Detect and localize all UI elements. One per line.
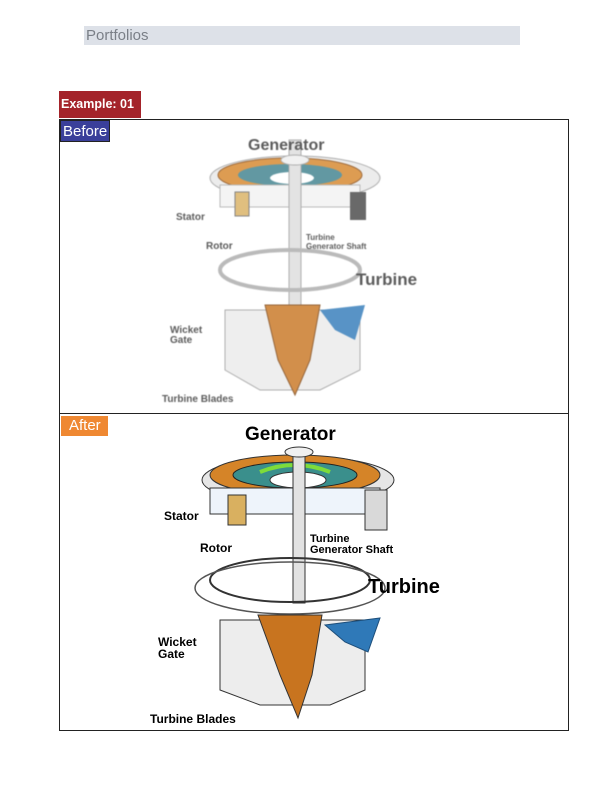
after-label-stator: Stator (164, 509, 199, 523)
after-label-generator: Generator (245, 424, 336, 445)
before-turbine-illustration: Generator Stator Rotor Turbine Generator… (162, 137, 417, 405)
before-label-blades: Turbine Blades (162, 394, 234, 405)
before-label-stator: Stator (176, 212, 205, 223)
after-label-shaft-2: Generator Shaft (310, 544, 393, 556)
example-label: Example: 01 (59, 91, 141, 118)
before-tag: Before (60, 120, 110, 142)
header-bar: Portfolios (84, 26, 520, 45)
before-label-water-1: Water (375, 310, 394, 317)
header-title: Portfolios (86, 27, 149, 44)
after-tag: After (61, 416, 108, 436)
before-label-shaft-2: Generator Shaft (306, 242, 367, 251)
before-label-wicket-2: Gate (170, 335, 193, 346)
after-label-wicket-1: Wicket (158, 635, 197, 649)
after-label-rotor: Rotor (200, 541, 232, 555)
comparison-frame (59, 119, 569, 731)
before-label-shaft-1: Turbine (306, 233, 335, 242)
after-label-water-2: Flow (390, 631, 409, 640)
before-label-generator: Generator (248, 137, 324, 154)
before-label-water-2: Flow (375, 318, 391, 325)
after-label-wicket-2: Gate (158, 647, 185, 661)
before-label-wicket-1: Wicket (170, 325, 203, 336)
after-label-turbine: Turbine (368, 576, 440, 598)
after-label-shaft-1: Turbine (310, 533, 350, 545)
after-label-water-1: Water (390, 621, 412, 630)
frame-divider (59, 413, 569, 414)
after-label-blades: Turbine Blades (150, 712, 236, 725)
before-label-turbine: Turbine (356, 270, 417, 289)
before-label-rotor: Rotor (206, 241, 233, 252)
after-turbine-illustration: Generator Stator Rotor Turbine Generator… (150, 424, 440, 725)
